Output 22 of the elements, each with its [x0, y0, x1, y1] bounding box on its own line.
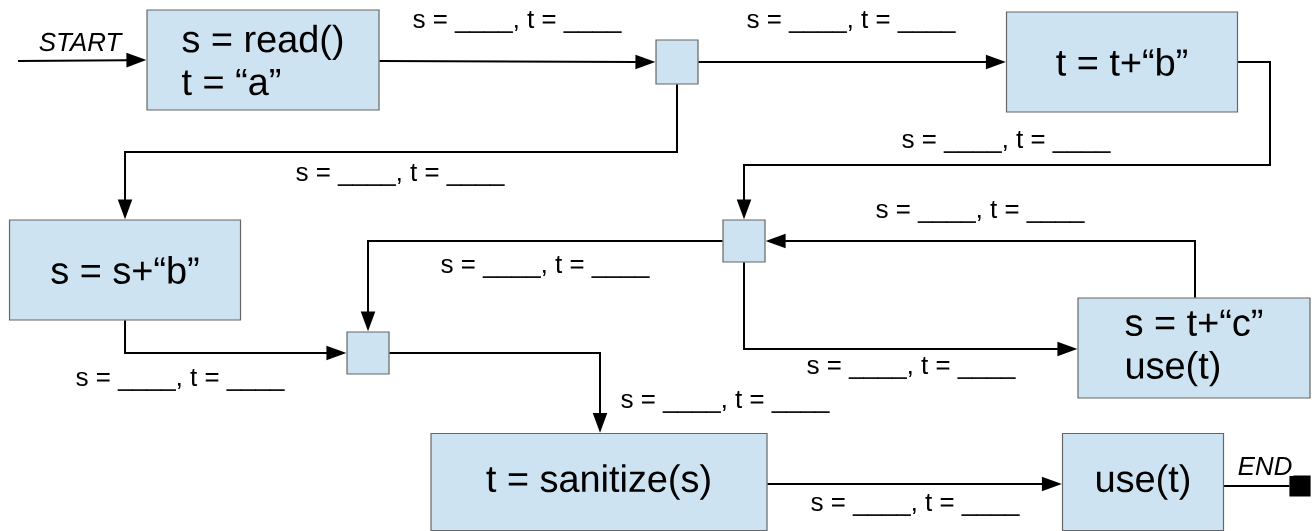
edge-label: s = ____, t = ____ [874, 200, 1086, 224]
edge-label: START [37, 31, 123, 53]
edge-label: s = ____, t = ____ [619, 390, 831, 414]
end-marker [1289, 475, 1311, 497]
edge-label: s = ____, t = ____ [411, 10, 623, 34]
process-box: use(t) [1061, 432, 1225, 531]
edge-label: END [1236, 456, 1294, 476]
edge-label: s = ____, t = ____ [900, 130, 1112, 154]
process-box: s = read() t = “a” [146, 9, 380, 111]
edge-label: s = ____, t = ____ [745, 10, 957, 34]
process-box: t = t+“b” [1005, 11, 1239, 113]
edge-label: s = ____, t = ____ [439, 255, 651, 279]
process-box: s = s+“b” [8, 219, 242, 321]
edge-label: s = ____, t = ____ [805, 356, 1017, 380]
process-box: s = t+“c” use(t) [1077, 297, 1311, 399]
junction-box [722, 219, 766, 263]
edge-label: s = ____, t = ____ [809, 493, 1021, 517]
edge-label: s = ____, t = ____ [294, 163, 506, 187]
junction-box [346, 331, 390, 375]
junction-box [655, 39, 699, 85]
edge-label: s = ____, t = ____ [74, 368, 286, 392]
process-box: t = sanitize(s) [430, 432, 768, 531]
